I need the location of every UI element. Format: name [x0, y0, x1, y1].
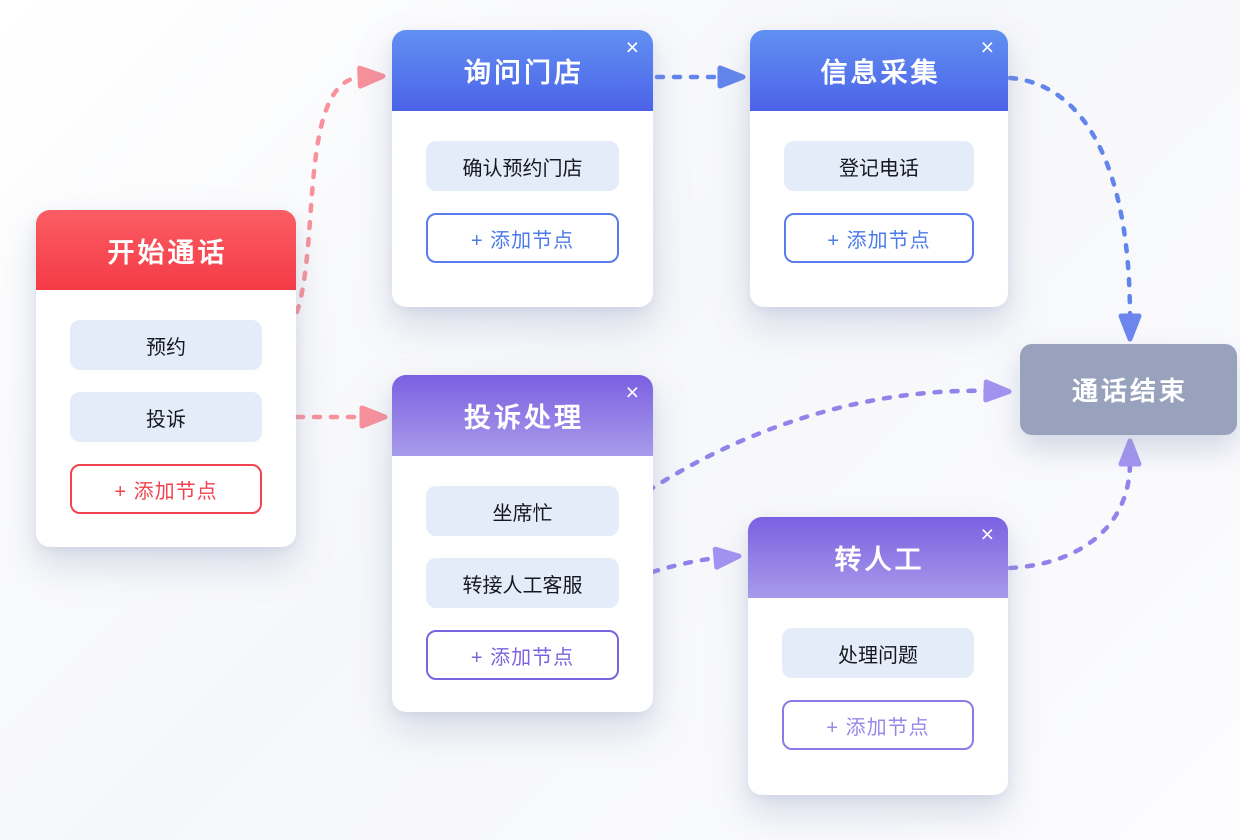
node-info-collect[interactable]: 信息采集 × 登记电话 + 添加节点: [750, 30, 1008, 307]
node-body: 登记电话 + 添加节点: [750, 111, 1008, 293]
item-complaint[interactable]: 投诉: [70, 392, 262, 442]
node-info-collect-header[interactable]: 信息采集 ×: [750, 30, 1008, 111]
node-body: 处理问题 + 添加节点: [748, 598, 1008, 780]
add-node-button[interactable]: + 添加节点: [426, 213, 619, 263]
node-title: 询问门店: [464, 58, 584, 88]
item-appointment[interactable]: 预约: [70, 320, 262, 370]
node-title: 开始通话: [107, 237, 228, 268]
close-icon[interactable]: ×: [625, 34, 639, 60]
node-start-call-header[interactable]: 开始通话: [36, 210, 296, 290]
close-icon[interactable]: ×: [980, 521, 994, 547]
connection-human-to-end: [1007, 438, 1142, 571]
node-title: 转人工: [834, 545, 925, 575]
node-start-call[interactable]: 开始通话 预约 投诉 + 添加节点: [36, 210, 296, 547]
close-icon[interactable]: ×: [625, 379, 639, 405]
node-body: 预约 投诉 + 添加节点: [36, 290, 296, 544]
connection-info-collect-to-end: [1007, 75, 1142, 342]
node-complaint-handling[interactable]: 投诉处理 × 坐席忙 转接人工客服 + 添加节点: [392, 375, 653, 712]
node-to-human[interactable]: 转人工 × 处理问题 + 添加节点: [748, 517, 1008, 795]
add-node-button[interactable]: + 添加节点: [426, 630, 619, 680]
item-transfer-agent[interactable]: 转接人工客服: [426, 558, 619, 608]
node-complaint-handling-header[interactable]: 投诉处理 ×: [392, 375, 653, 456]
close-icon[interactable]: ×: [980, 34, 994, 60]
node-to-human-header[interactable]: 转人工 ×: [748, 517, 1008, 598]
node-title: 投诉处理: [464, 403, 584, 433]
add-node-button[interactable]: + 添加节点: [784, 213, 974, 263]
add-node-button[interactable]: + 添加节点: [782, 700, 974, 750]
node-title: 信息采集: [820, 58, 941, 88]
node-body: 确认预约门店 + 添加节点: [392, 111, 653, 293]
node-end-call[interactable]: 通话结束: [1020, 344, 1237, 435]
node-ask-store[interactable]: 询问门店 × 确认预约门店 + 添加节点: [392, 30, 653, 307]
connection-agent-busy-to-end: [617, 379, 1012, 513]
add-node-button[interactable]: + 添加节点: [70, 464, 262, 514]
item-confirm-store[interactable]: 确认预约门店: [426, 141, 619, 191]
node-body: 坐席忙 转接人工客服 + 添加节点: [392, 456, 653, 710]
item-handle-issue[interactable]: 处理问题: [782, 628, 974, 678]
node-ask-store-header[interactable]: 询问门店 ×: [392, 30, 653, 111]
item-register-phone[interactable]: 登记电话: [784, 141, 974, 191]
item-agent-busy[interactable]: 坐席忙: [426, 486, 619, 536]
